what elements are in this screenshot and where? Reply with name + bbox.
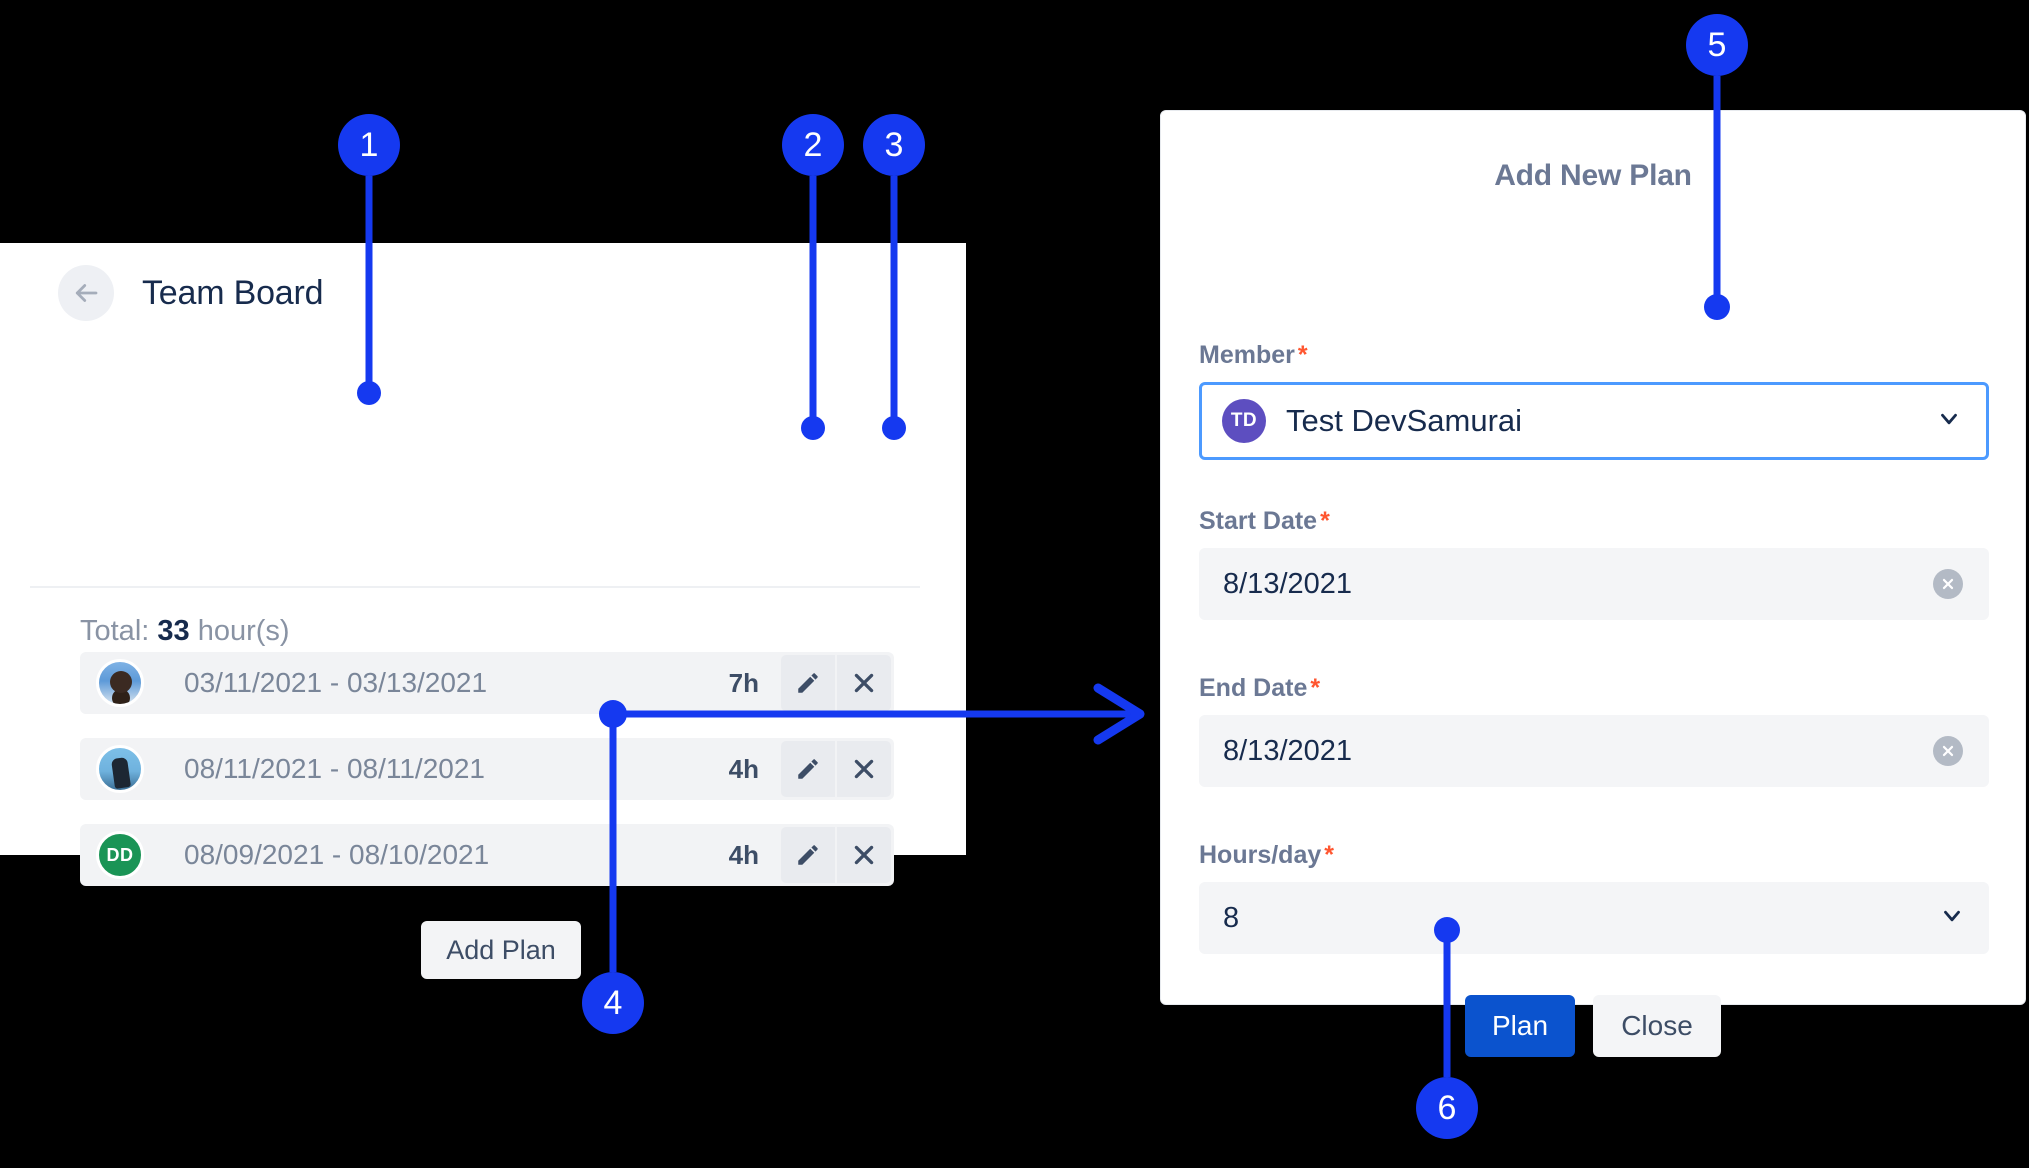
back-button[interactable] <box>58 265 114 321</box>
end-date-value: 8/13/2021 <box>1223 734 1353 767</box>
avatar-initials: DD <box>106 844 134 865</box>
member-avatar: TD <box>1222 399 1266 443</box>
start-date-label-text: Start Date <box>1199 507 1318 535</box>
add-new-plan-dialog: Add New Plan Member* TD Test DevSamurai <box>1160 110 2026 1057</box>
table-row[interactable]: DD 08/09/2021 - 08/10/2021 4h <box>80 824 894 886</box>
field-label-end-date: End Date* <box>1199 674 1989 703</box>
dialog-title: Add New Plan <box>1494 159 1692 192</box>
chevron-down-icon[interactable] <box>1936 406 1962 437</box>
chevron-down-icon[interactable] <box>1939 903 1965 934</box>
plan-submit-button[interactable]: Plan <box>1465 995 1575 1057</box>
close-x-icon <box>851 756 877 782</box>
field-end-date: End Date* 8/13/2021 <box>1199 674 1989 787</box>
member-selected-value: Test DevSamurai <box>1286 403 1523 438</box>
field-label-hours-per-day: Hours/day* <box>1199 841 1989 870</box>
plan-date-range: 08/11/2021 - 08/11/2021 <box>184 753 485 784</box>
total-value: 33 <box>157 615 190 647</box>
close-dialog-button[interactable]: Close <box>1593 995 1721 1057</box>
edit-plan-button[interactable] <box>781 827 835 883</box>
end-date-label-text: End Date <box>1199 674 1308 702</box>
close-x-icon <box>851 670 877 696</box>
field-label-start-date: Start Date* <box>1199 507 1989 536</box>
member-select[interactable]: TD Test DevSamurai <box>1199 382 1989 460</box>
required-asterisk: * <box>1324 841 1334 869</box>
required-asterisk: * <box>1310 674 1321 702</box>
pencil-icon <box>795 670 821 696</box>
member-avatar-initials: TD <box>1230 410 1258 431</box>
add-plan-button[interactable]: Add Plan <box>421 921 581 979</box>
end-date-input[interactable]: 8/13/2021 <box>1199 715 1989 787</box>
callout-badge-5[interactable]: 5 <box>1686 14 1748 76</box>
edit-plan-button[interactable] <box>781 655 835 711</box>
pencil-icon <box>795 842 821 868</box>
avatar <box>96 659 144 707</box>
callout-badge-3[interactable]: 3 <box>863 114 925 176</box>
callout-badge-4[interactable]: 4 <box>582 972 644 1034</box>
callout-badge-1[interactable]: 1 <box>338 114 400 176</box>
required-asterisk: * <box>1320 507 1330 535</box>
field-hours-per-day: Hours/day* 8 <box>1199 841 1989 954</box>
pencil-icon <box>795 756 821 782</box>
avatar <box>96 745 144 793</box>
table-row[interactable]: 08/11/2021 - 08/11/2021 4h <box>80 738 894 800</box>
team-board-card: Team Board Total: 33 hour(s) 03/11/2021 … <box>0 243 966 979</box>
total-suffix: hour(s) <box>197 615 290 647</box>
edit-plan-button[interactable] <box>781 741 835 797</box>
arrow-left-icon <box>71 278 101 308</box>
board-header: Team Board <box>0 243 966 343</box>
member-label-text: Member <box>1199 341 1295 369</box>
field-start-date: Start Date* 8/13/2021 <box>1199 507 1989 620</box>
total-hours-label: Total: 33 hour(s) <box>80 615 290 648</box>
field-member: Member* TD Test DevSamurai <box>1199 341 1989 460</box>
avatar: DD <box>96 831 144 879</box>
plan-hours: 4h <box>728 839 759 870</box>
plan-hours: 4h <box>728 753 759 784</box>
start-date-value: 8/13/2021 <box>1223 567 1353 600</box>
total-prefix: Total: <box>80 615 150 647</box>
hours-label-text: Hours/day <box>1199 841 1322 869</box>
header-divider <box>30 586 920 588</box>
delete-plan-button[interactable] <box>837 827 891 883</box>
clear-circle-x-icon[interactable] <box>1933 569 1963 599</box>
page-title: Team Board <box>142 273 324 312</box>
plan-hours: 7h <box>728 667 759 698</box>
plan-date-range: 08/09/2021 - 08/10/2021 <box>184 839 490 870</box>
required-asterisk: * <box>1297 341 1308 369</box>
start-date-input[interactable]: 8/13/2021 <box>1199 548 1989 620</box>
hours-per-day-value: 8 <box>1223 901 1240 934</box>
close-x-icon <box>851 842 877 868</box>
callout-badge-2[interactable]: 2 <box>782 114 844 176</box>
table-row[interactable]: 03/11/2021 - 03/13/2021 7h <box>80 652 894 714</box>
delete-plan-button[interactable] <box>837 741 891 797</box>
clear-circle-x-icon[interactable] <box>1933 736 1963 766</box>
plan-date-range: 03/11/2021 - 03/13/2021 <box>184 667 488 698</box>
delete-plan-button[interactable] <box>837 655 891 711</box>
callout-badge-6[interactable]: 6 <box>1416 1077 1478 1139</box>
hours-per-day-select[interactable]: 8 <box>1199 882 1989 954</box>
dialog-actions: Plan Close <box>1161 995 2025 1057</box>
field-label-member: Member* <box>1199 341 1989 370</box>
